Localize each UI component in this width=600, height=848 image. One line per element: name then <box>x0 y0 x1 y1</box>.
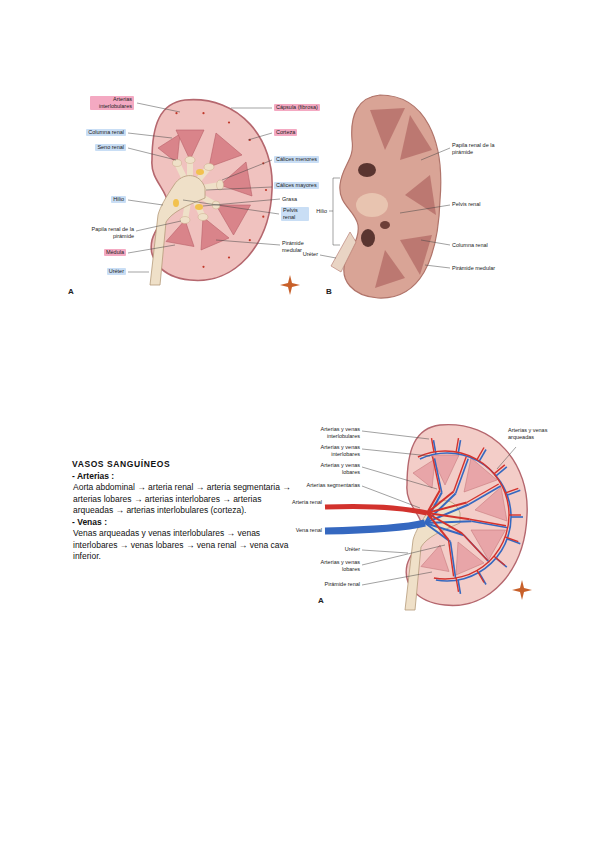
label-box: Médula <box>104 249 126 256</box>
label-text: Pirámide renal <box>325 581 360 588</box>
part-label: Arterias y venas lobares <box>304 559 360 573</box>
part-label: Papila renal de la pirámide <box>90 226 134 240</box>
label-text: Arterias interlobulares <box>92 96 132 110</box>
label-text: Arterias y venas interlobares <box>304 444 360 458</box>
part-label: Pirámide renal <box>325 581 360 588</box>
label-text: Pirámide medular <box>452 265 495 272</box>
compass-rose <box>512 580 532 600</box>
label-text: Uréter <box>303 251 318 258</box>
label-text: Vena renal <box>296 527 322 534</box>
part-label: Pelvis renal <box>452 201 480 208</box>
label-box: Seno renal <box>95 144 126 151</box>
label-text: Arterias segmentarias <box>307 482 361 489</box>
label-text: Cálices menores <box>276 156 317 163</box>
label-text: Pelvis renal <box>283 207 307 221</box>
part-label: Grasa <box>282 196 297 203</box>
leader-lines <box>128 103 280 272</box>
label-box: Cálices mayores <box>274 182 319 189</box>
label-text: Papila renal de la pirámide <box>90 226 134 240</box>
label-text: A <box>318 596 324 606</box>
part-label: Columna renal <box>452 242 488 249</box>
part-label: Arterias y venas interlobares <box>304 444 360 458</box>
leader-lines <box>320 148 450 268</box>
notes-block: VASOS SANGUÍNEOS- Arterias :Aorta abdomi… <box>72 459 302 563</box>
note-heading: - Arterias : <box>72 471 302 483</box>
part-label: Pirámide medular <box>452 265 495 272</box>
label-text: Arteria renal <box>292 499 322 506</box>
section-heading: VASOS SANGUÍNEOS <box>72 459 302 471</box>
label-text: Hilio <box>316 208 327 215</box>
label-text: Cápsula (fibrosa) <box>276 104 318 111</box>
label-text: A <box>68 287 74 297</box>
part-label: Arteria renal <box>292 499 322 506</box>
label-box: Pelvis renal <box>281 207 309 221</box>
leader-lines <box>362 431 516 585</box>
part-label: Arterias y venas lobares <box>304 462 360 476</box>
kidney-section-a <box>150 100 272 285</box>
label-text: Columna renal <box>452 242 488 249</box>
label-text: Pelvis renal <box>452 201 480 208</box>
part-label: Uréter <box>303 251 318 258</box>
label-text: Hilio <box>113 196 124 203</box>
label-text: Cálices mayores <box>276 182 317 189</box>
part-label: Arterias segmentarias <box>307 482 361 489</box>
part-label: Papila renal de la pirámide <box>452 142 498 156</box>
part-label: Hilio <box>316 208 327 215</box>
label-text: Médula <box>106 249 124 256</box>
part-label: Arterias y venas interlobulares <box>304 426 360 440</box>
label-box: Cálices menores <box>274 156 319 163</box>
label-text: Arterias y venas arqueadas <box>508 427 552 441</box>
label-text: Arterias y venas interlobulares <box>304 426 360 440</box>
label-text: Arterias y venas lobares <box>304 559 360 573</box>
part-label: Arterias y venas arqueadas <box>508 427 552 441</box>
label-box: Cápsula (fibrosa) <box>274 104 320 111</box>
label-text: Columna renal <box>88 129 124 136</box>
note-heading: - Venas : <box>72 517 302 529</box>
part-label: Vena renal <box>296 527 322 534</box>
label-text: Papila renal de la pirámide <box>452 142 498 156</box>
compass-rose <box>280 275 300 295</box>
label-text: Grasa <box>282 196 297 203</box>
label-text: Corteza <box>276 129 295 136</box>
label-box: Uréter <box>107 268 126 275</box>
label-text: Uréter <box>109 268 124 275</box>
note-text: Aorta abdominal → arteria renal → arteri… <box>72 482 302 517</box>
label-text: Arterias y venas lobares <box>304 462 360 476</box>
label-text: B <box>326 287 332 297</box>
label-box: Hilio <box>111 196 126 203</box>
part-label: A <box>318 596 324 606</box>
part-label: Uréter <box>345 546 360 553</box>
part-label: A <box>68 287 74 297</box>
kidney-photo-b <box>331 95 441 298</box>
label-box: Columna renal <box>86 129 126 136</box>
label-text: Seno renal <box>97 144 124 151</box>
label-box: Corteza <box>274 129 297 136</box>
part-label: B <box>326 287 332 297</box>
label-text: Uréter <box>345 546 360 553</box>
label-box: Arterias interlobulares <box>90 96 134 110</box>
note-text: Venas arqueadas y venas interlobulares →… <box>72 528 302 563</box>
